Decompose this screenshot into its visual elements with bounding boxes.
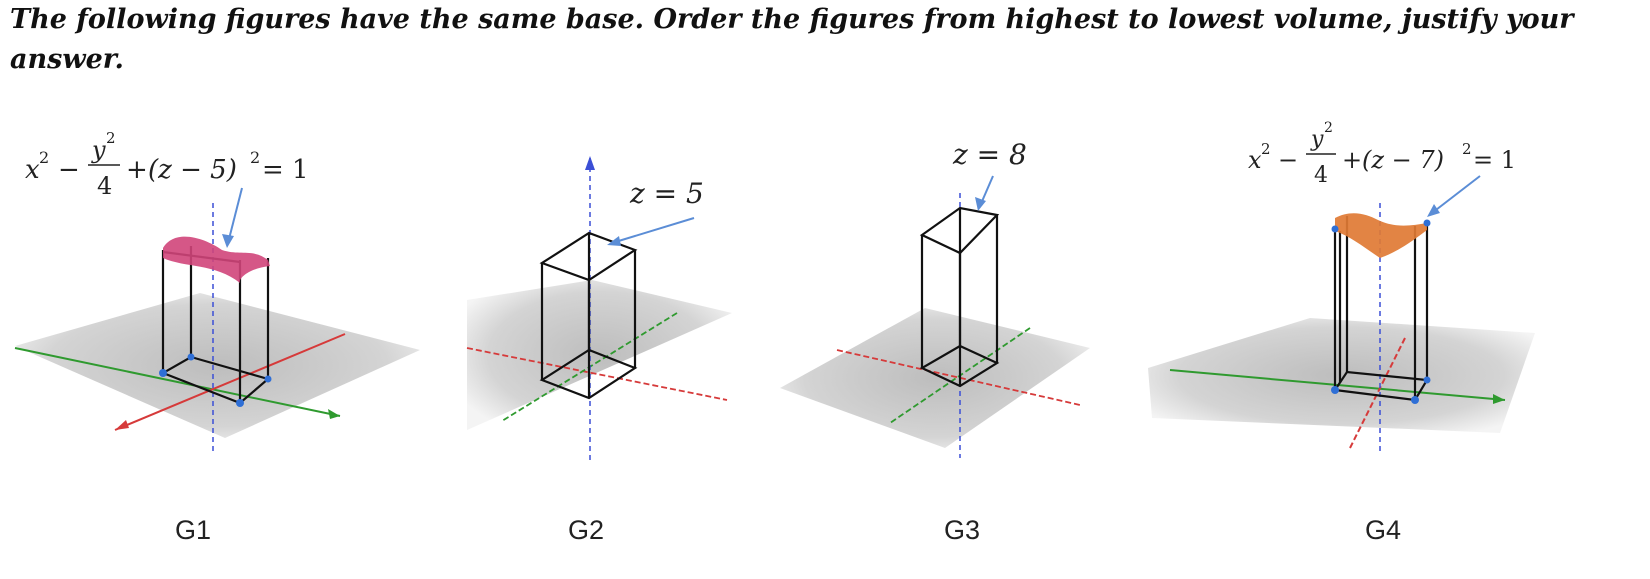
eq-minus: − (58, 155, 80, 185)
eq-equals: = 1 (262, 155, 309, 185)
xy-plane (1148, 318, 1535, 433)
figure-g3-graphic: z = 8 (780, 138, 1090, 458)
eq-plus: + (1342, 146, 1362, 174)
figure-g1: x 2 − y 2 4 + (z − 5) 2 = 1 (0, 118, 420, 478)
y-axis-arrowhead (328, 409, 340, 419)
label-arrowhead (1427, 204, 1440, 217)
caption-g4: G4 (1364, 515, 1402, 545)
caption-g3: G3 (943, 515, 981, 545)
eq-den: 4 (1314, 163, 1328, 188)
x-axis (114, 333, 346, 431)
eq-y: y (91, 136, 106, 164)
y-axis (14, 347, 341, 417)
figure-g4: x 2 − y 2 4 + (z − 7) 2 = 1 (1140, 118, 1560, 478)
eq-paren: (z − 7) (1362, 146, 1444, 174)
saddle-surface (1335, 213, 1427, 258)
x-axis (836, 349, 1081, 406)
eq-minus: − (1278, 146, 1298, 174)
x-axis-arrowhead (115, 420, 129, 430)
label-arrowhead (975, 197, 986, 211)
plane-label: z = 8 (952, 138, 1027, 171)
caption-g2: G2 (567, 515, 605, 545)
label-arrow (227, 187, 243, 244)
eq-exp-y: 2 (106, 129, 116, 147)
eq-exp-paren: 2 (250, 148, 260, 167)
box-prism (919, 206, 1000, 388)
eq-paren: (z − 5) (148, 155, 237, 185)
eq-equals: = 1 (1473, 146, 1516, 174)
label-arrow (1431, 175, 1481, 214)
figure-g4-graphic: x 2 − y 2 4 + (z − 7) 2 = 1 (1148, 120, 1535, 453)
z-axis-arrowhead (585, 156, 595, 170)
plane-label: z = 5 (629, 177, 704, 210)
eq-x: x (1248, 146, 1262, 174)
question-text: The following figures have the same base… (10, 4, 1574, 75)
label-arrow (611, 217, 695, 244)
eq-den: 4 (97, 172, 112, 200)
x-axis (466, 347, 728, 401)
eq-exp-x: 2 (1261, 140, 1271, 158)
saddle-surface (163, 236, 270, 283)
box-prism (539, 231, 638, 400)
vertex-points (1331, 219, 1431, 404)
surface-equation: x 2 − y 2 4 + (z − 5) 2 = 1 (25, 129, 309, 200)
figure-g2: z = 5 (462, 118, 742, 478)
figure-g2-graphic: z = 5 (466, 156, 732, 460)
y-axis-arrowhead (1493, 394, 1505, 404)
x-axis (1349, 337, 1406, 449)
label-arrowhead (222, 234, 234, 248)
vertex-points (159, 353, 272, 407)
eq-exp-y: 2 (1324, 120, 1333, 136)
label-arrowhead (607, 236, 621, 246)
xy-plane (780, 308, 1090, 448)
eq-exp-paren: 2 (1462, 140, 1472, 158)
eq-exp-x: 2 (39, 148, 49, 167)
eq-x: x (25, 155, 40, 185)
surface-equation: x 2 − y 2 4 + (z − 7) 2 = 1 (1248, 120, 1516, 188)
eq-y: y (1310, 127, 1324, 152)
eq-plus: + (126, 155, 148, 185)
figure-g3: z = 8 (775, 118, 1115, 478)
caption-g1: G1 (174, 515, 212, 545)
figure-g1-graphic: x 2 − y 2 4 + (z − 5) 2 = 1 (14, 129, 420, 453)
